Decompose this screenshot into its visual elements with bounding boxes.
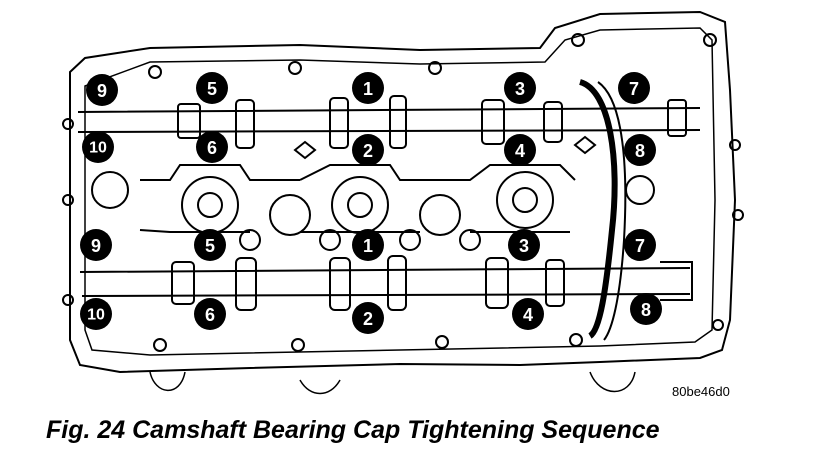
marker-number: 2 [363,141,373,161]
upper-camshaft-bolt-marker: 7 [618,72,650,104]
marker-circle [624,229,656,261]
lower-camshaft-bolt-marker: 1 [352,229,384,261]
marker-circle [352,302,384,334]
lower-camshaft-bolt-marker: 4 [512,298,544,330]
marker-number: 4 [523,305,533,325]
marker-number: 3 [519,236,529,256]
marker-circle [508,229,540,261]
lower-camshaft-bolt-marker: 2 [352,302,384,334]
marker-number: 2 [363,309,373,329]
marker-number: 6 [207,138,217,158]
marker-circle [504,72,536,104]
lower-camshaft-bolt-marker: 5 [194,229,226,261]
upper-camshaft-bolt-marker: 3 [504,72,536,104]
lower-camshaft-bolt-marker: 7 [624,229,656,261]
marker-circle [512,298,544,330]
marker-number: 3 [515,79,525,99]
marker-circle [196,131,228,163]
marker-circle [352,134,384,166]
marker-circle [352,72,384,104]
marker-number: 8 [635,141,645,161]
marker-number: 8 [641,300,651,320]
marker-circle [196,72,228,104]
marker-number: 9 [91,236,101,256]
lower-camshaft-bolt-marker: 6 [194,298,226,330]
marker-number: 5 [207,79,217,99]
marker-number: 7 [635,236,645,256]
lower-camshaft-bolt-marker: 10 [80,298,112,330]
marker-number: 4 [515,141,525,161]
marker-circle [82,131,114,163]
marker-number: 1 [363,79,373,99]
marker-number: 5 [205,236,215,256]
lower-camshaft-bolt-marker: 8 [630,293,662,325]
upper-camshaft-bolt-marker: 10 [82,131,114,163]
upper-camshaft-bolt-marker: 9 [86,74,118,106]
upper-camshaft-bolt-marker: 8 [624,134,656,166]
marker-circle [624,134,656,166]
marker-number: 10 [87,307,105,324]
marker-circle [618,72,650,104]
marker-circle [630,293,662,325]
lower-camshaft-bolt-marker: 3 [508,229,540,261]
marker-circle [352,229,384,261]
marker-circle [194,229,226,261]
upper-camshaft-bolt-marker: 5 [196,72,228,104]
figure-caption: Fig. 24 Camshaft Bearing Cap Tightening … [46,416,660,444]
marker-circle [80,298,112,330]
upper-camshaft-bolt-marker: 6 [196,131,228,163]
upper-camshaft-bolt-marker: 1 [352,72,384,104]
head-outline [62,10,744,395]
upper-camshaft-bolt-marker: 4 [504,134,536,166]
lower-camshaft-bolt-marker: 9 [80,229,112,261]
marker-number: 1 [363,236,373,256]
marker-number: 10 [89,140,107,157]
marker-number: 6 [205,305,215,325]
upper-camshaft-bolt-marker: 2 [352,134,384,166]
marker-circle [504,134,536,166]
marker-circle [86,74,118,106]
marker-circle [80,229,112,261]
marker-number: 9 [97,81,107,101]
figure-reference-code: 80be46d0 [672,384,730,399]
bolt-sequence-markers: 9 10 5 6 1 2 3 4 7 8 9 10 5 6 1 2 3 4 7 8 [80,72,662,334]
marker-number: 7 [629,79,639,99]
marker-circle [194,298,226,330]
